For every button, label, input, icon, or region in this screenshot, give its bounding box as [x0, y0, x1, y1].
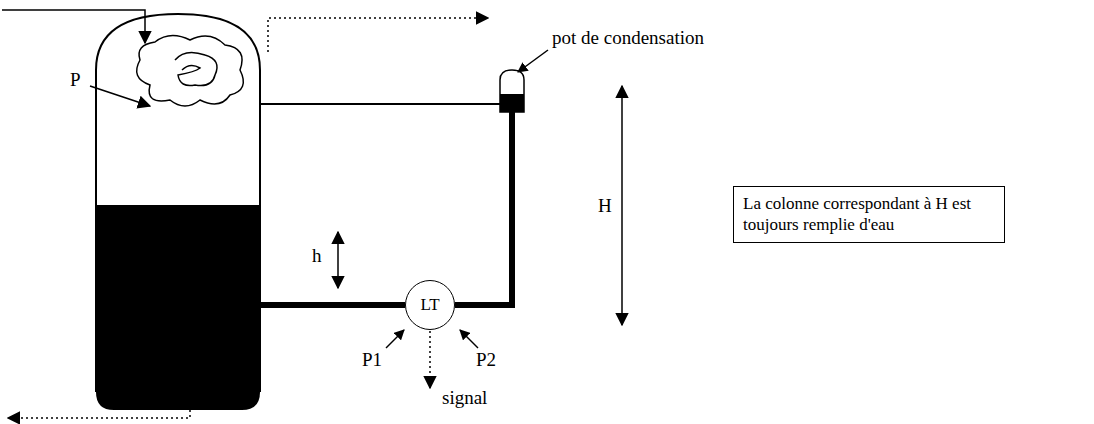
pot-water: [500, 94, 524, 112]
leader-line: [518, 50, 548, 72]
leader-line: [386, 330, 404, 348]
signal-name: P2: [476, 350, 496, 371]
inlet-pipe: [2, 10, 145, 43]
signal-line: [429, 331, 431, 388]
tank-outline: [96, 14, 260, 392]
leader-line: [460, 330, 478, 348]
node-text: LT: [420, 295, 439, 315]
transmitter-circle: LT: [405, 280, 455, 330]
liquid-outlet: [8, 410, 190, 418]
dimension-label: H: [598, 196, 612, 217]
upper-tap: [260, 103, 500, 105]
dimension-label: h: [312, 246, 322, 267]
lower-tap: [260, 302, 405, 308]
vapour-outlet: [268, 18, 488, 52]
callout-letter: P: [70, 70, 81, 91]
part-label: pot de condensation: [552, 28, 704, 49]
condensation-pot: [500, 70, 524, 112]
node-text: La colonne correspondant à H est toujour…: [743, 193, 995, 236]
dimension-H: [621, 86, 623, 325]
dimension-h: [337, 232, 339, 288]
note-box: La colonne correspondant à H est toujour…: [733, 186, 1005, 243]
liquid: [96, 205, 260, 410]
leader-line: [90, 86, 150, 106]
wet-leg: [455, 112, 512, 305]
signal-name: signal: [442, 388, 487, 409]
vapour-scribble: [137, 35, 244, 106]
signal-name: P1: [362, 350, 382, 371]
